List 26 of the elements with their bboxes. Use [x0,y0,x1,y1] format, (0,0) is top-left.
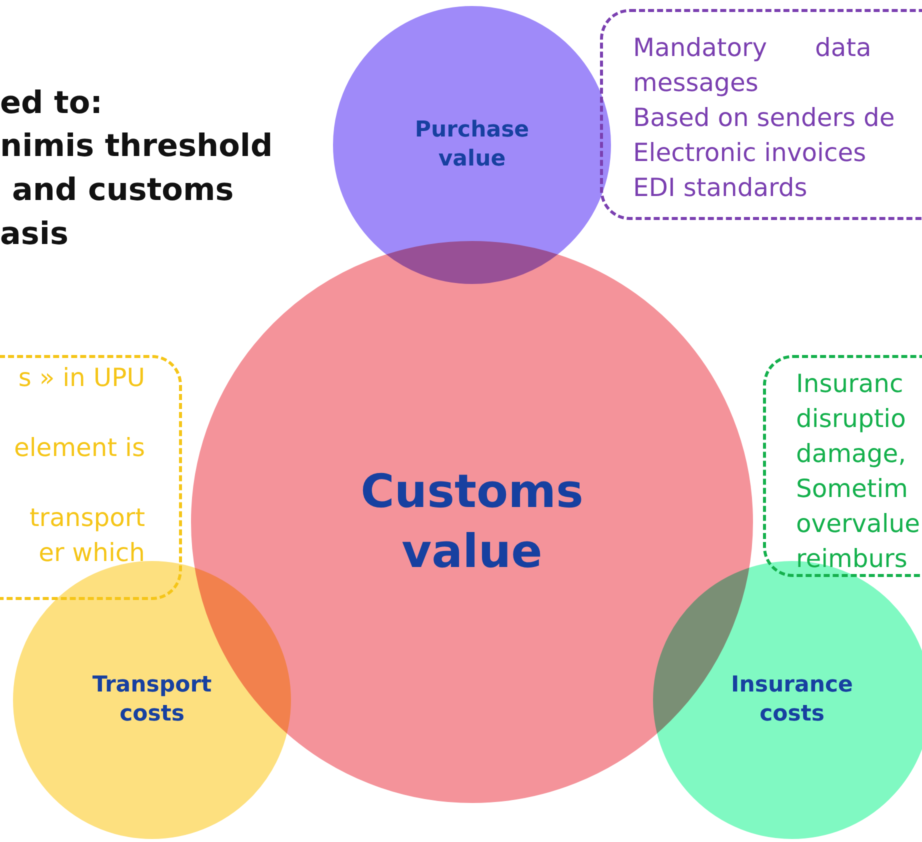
note-text: s » in UPU [18,362,145,394]
heading-text: ed to: [0,85,103,121]
note-text: Sometim [796,473,908,505]
note-text: Electronic invoices [633,137,866,169]
purchase-value-circle [331,4,613,286]
note-text: Mandatory data messages [633,32,872,99]
note-text: overvalue [796,508,920,540]
note-text: er which [38,537,145,569]
note-text: Insuranc [796,368,904,400]
note-text: EDI standards [633,172,808,204]
heading-text: nimis threshold [0,128,273,164]
dashed-note-box [763,355,922,577]
heading-text: and customs [12,172,234,208]
note-text: transport [29,502,145,534]
note-text: Based on senders de [633,102,895,134]
note-text: reimburs [796,543,908,575]
circle-label: Customs value [360,463,584,580]
note-text: element is [14,432,145,464]
note-text: damage, [796,438,906,470]
dashed-note-box [0,355,182,600]
dashed-note-box [600,9,922,220]
heading-text: asis [0,216,68,252]
circle-label: Purchase value [414,116,530,173]
circle-label: Transport costs [91,671,213,728]
circle-label: Insurance costs [730,671,854,728]
note-text: disruptio [796,403,906,435]
